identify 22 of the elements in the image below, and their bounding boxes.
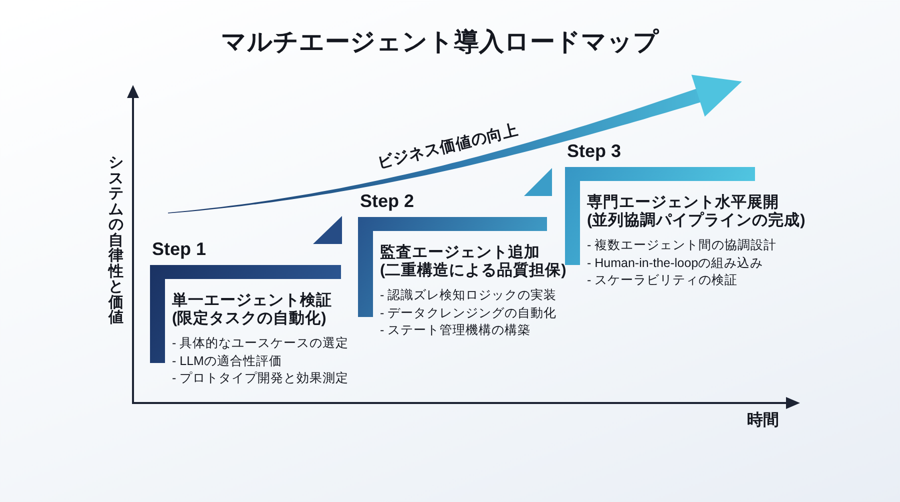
bullet-item: - Human-in-the-loopの組み込み (587, 254, 764, 270)
step-heading: 単一エージェント検証 (172, 290, 332, 310)
step-label: Step 1 (152, 238, 206, 260)
bullet-item: - 認識ズレ検知ロジックの実装 (380, 287, 557, 303)
step-subtitle: (二重構造による品質担保) (380, 260, 566, 280)
step-label: Step 3 (567, 140, 622, 162)
axis-title: 時間 (747, 413, 779, 429)
bullet-item: - ステート管理機構の構築 (380, 322, 531, 338)
bullet-item: - LLMの適合性評価 (172, 352, 282, 368)
bullet-item: - 具体的なユースケースの選定 (172, 335, 349, 351)
bullet-item: - データクレンジングの自動化 (380, 304, 557, 320)
step-subtitle: (並列協調パイプラインの完成) (587, 210, 806, 230)
title: マルチエージェント導入ロードマップ (221, 26, 659, 58)
bullet-item: - スケーラビリティの検証 (587, 272, 738, 288)
arrow-label: ビジネス価値の向上 (376, 122, 520, 172)
bullet-item: - プロトタイプ開発と効果測定 (172, 370, 349, 386)
step-heading: 専門エージェント水平展開 (587, 192, 779, 212)
bullet-item: - 複数エージェント間の協調設計 (587, 237, 777, 253)
axis-title: システムの自律性と価値 (108, 154, 124, 326)
step-heading: 監査エージェント追加 (380, 242, 540, 262)
step-label: Step 2 (360, 190, 414, 212)
step-subtitle: (限定タスクの自動化) (172, 308, 326, 328)
